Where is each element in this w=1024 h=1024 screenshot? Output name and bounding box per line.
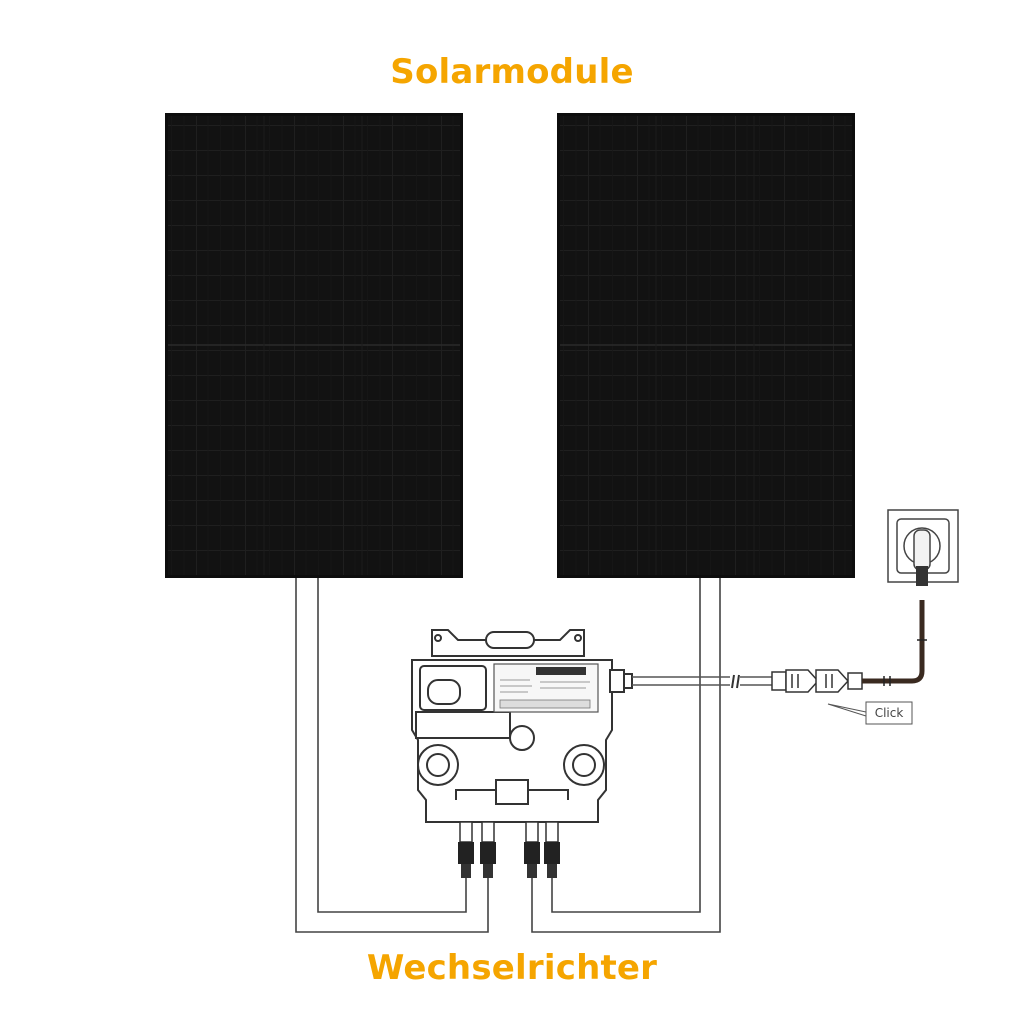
solar-panel-right: [557, 113, 855, 578]
inverter-title: Wechselrichter: [366, 948, 658, 988]
socket-cable: [862, 600, 925, 684]
mc4-connector-4: [544, 821, 560, 878]
dc-cable-right: [531, 578, 721, 933]
wall-socket: [887, 509, 959, 586]
dc-cable-left: [295, 578, 489, 933]
solar-modules-title: Solarmodule: [390, 52, 634, 92]
mc4-connector-3: [524, 821, 540, 878]
click-callout: Click: [827, 701, 913, 725]
mc4-connector-2: [480, 821, 496, 878]
mc4-connector-1: [458, 821, 474, 878]
solar-panel-left: [165, 113, 463, 578]
click-label: Click: [875, 706, 904, 720]
ac-click-connector: [771, 669, 863, 693]
ac-cable: [632, 674, 772, 689]
microinverter: [411, 629, 633, 823]
